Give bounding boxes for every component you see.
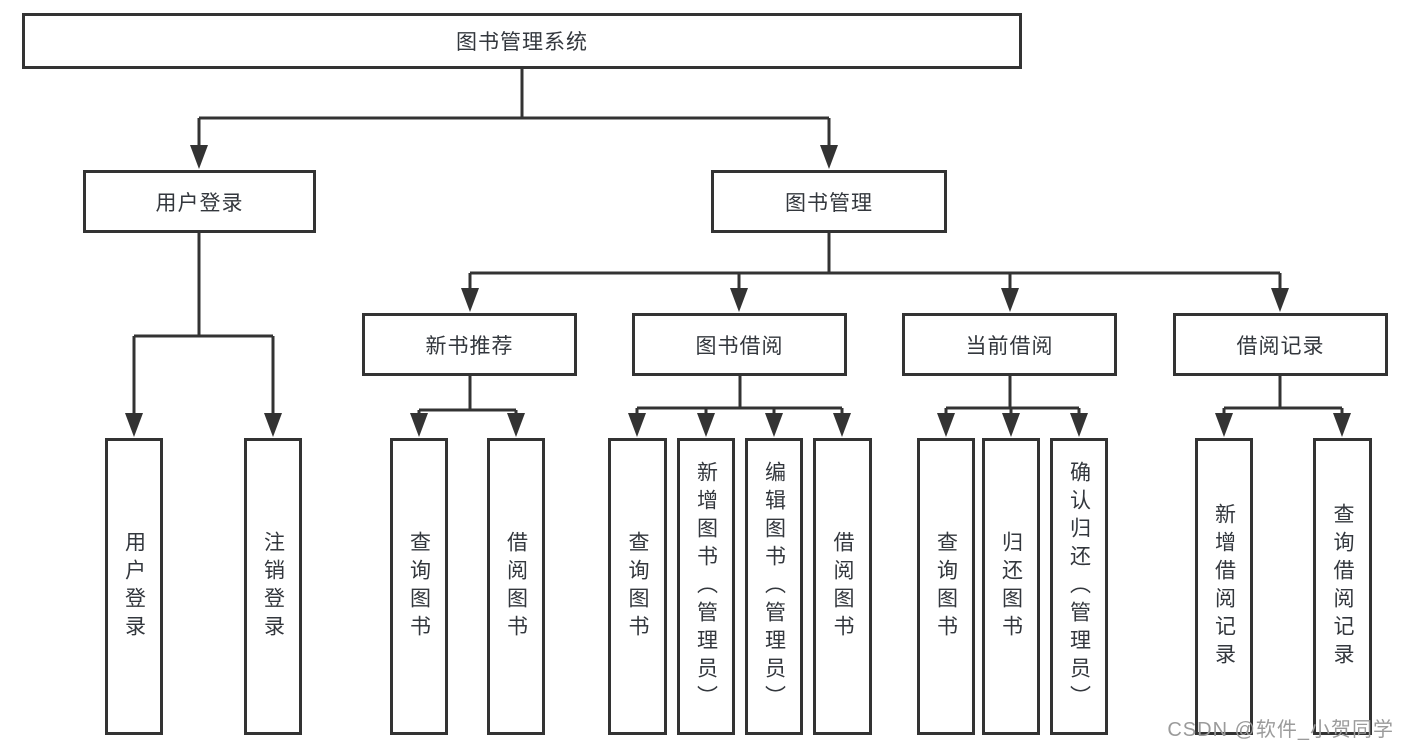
node-book-borrowing: 图书借阅 (632, 313, 847, 376)
node-new-book-recommend: 新书推荐 (362, 313, 577, 376)
leaf-label: 新增借阅记录 (1212, 502, 1236, 671)
node-library-management-system: 图书管理系统 (22, 13, 1022, 69)
leaf-user-login: 用户登录 (105, 438, 163, 735)
leaf-query-books-recommend: 查询图书 (390, 438, 448, 735)
leaf-borrow-books-recommend: 借阅图书 (487, 438, 545, 735)
leaf-label: 查询图书 (407, 530, 431, 643)
node-label: 新书推荐 (425, 334, 514, 358)
node-label: 图书借阅 (695, 334, 784, 358)
node-borrowing-records: 借阅记录 (1173, 313, 1388, 376)
leaf-add-borrowing-record: 新增借阅记录 (1195, 438, 1253, 735)
leaf-label: 借阅图书 (831, 530, 854, 643)
leaf-logout: 注销登录 (244, 438, 302, 735)
leaf-borrow-books-borrowing: 借阅图书 (813, 438, 872, 735)
leaf-query-borrowing-record: 查询借阅记录 (1313, 438, 1372, 735)
node-label: 图书管理 (785, 191, 873, 215)
leaf-label: 查询图书 (934, 530, 958, 643)
leaf-add-book-admin: 新增图书（管理员） (677, 438, 735, 735)
leaf-label: 注销登录 (261, 530, 285, 643)
leaf-return-book: 归还图书 (982, 438, 1040, 735)
leaf-label: 用户登录 (122, 530, 146, 643)
leaf-edit-book-admin: 编辑图书（管理员） (745, 438, 803, 735)
leaf-label: 归还图书 (999, 530, 1023, 643)
node-book-management: 图书管理 (711, 170, 947, 233)
leaf-query-books-current: 查询图书 (917, 438, 975, 735)
leaf-label: 查询图书 (626, 530, 649, 643)
leaf-label: 借阅图书 (504, 530, 528, 643)
node-current-borrowing: 当前借阅 (902, 313, 1117, 376)
leaf-label: 查询借阅记录 (1331, 502, 1354, 671)
node-label: 当前借阅 (965, 334, 1054, 358)
leaf-confirm-return-admin: 确认归还（管理员） (1050, 438, 1108, 735)
leaf-label: 编辑图书（管理员） (762, 460, 786, 713)
leaf-label: 确认归还（管理员） (1067, 460, 1091, 713)
arrowheads (125, 145, 1351, 437)
node-label: 图书管理系统 (456, 31, 588, 54)
csdn-watermark: CSDN @软件_小贺同学 (1167, 719, 1394, 741)
node-label: 借阅记录 (1236, 334, 1325, 358)
leaf-label: 新增图书（管理员） (694, 460, 718, 713)
node-user-login: 用户登录 (83, 170, 316, 233)
leaf-query-books-borrowing: 查询图书 (608, 438, 667, 735)
node-label: 用户登录 (155, 191, 244, 215)
